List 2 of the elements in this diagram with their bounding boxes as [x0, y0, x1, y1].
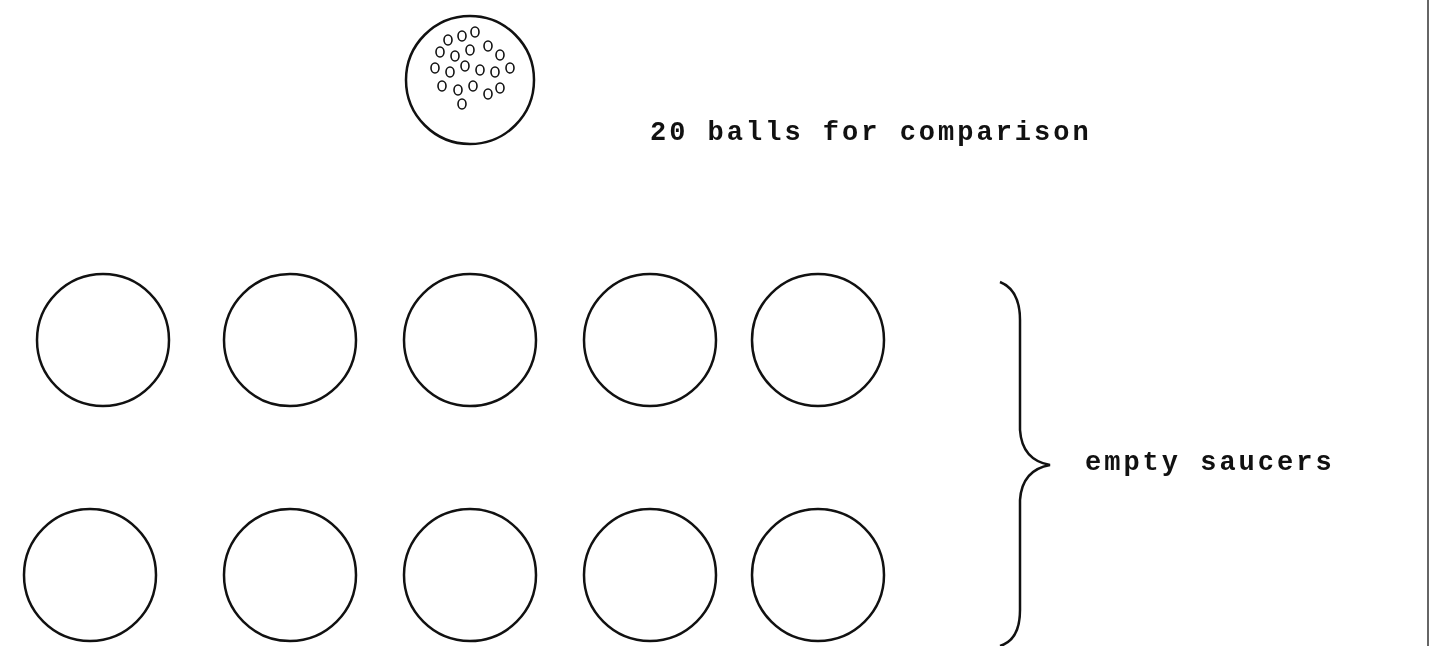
saucers-label: empty saucers: [1085, 448, 1335, 478]
dish-label: 20 balls for comparison: [650, 118, 1092, 148]
